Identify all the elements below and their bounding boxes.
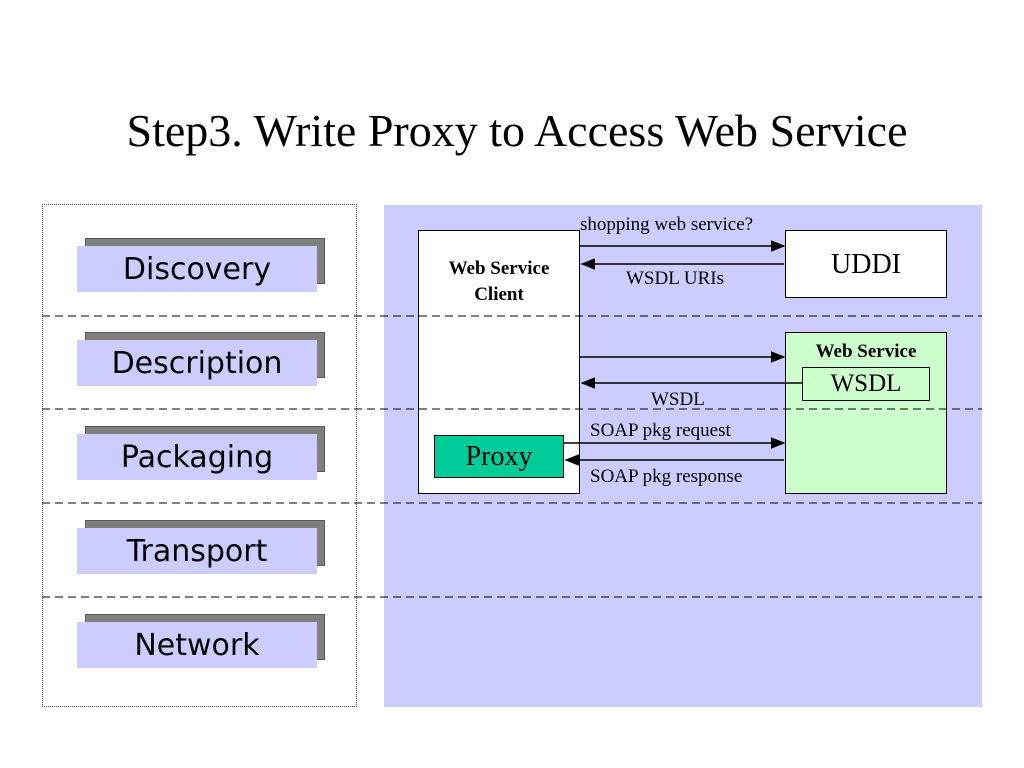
layer-description: Description <box>77 332 325 392</box>
layer-packaging: Packaging <box>77 426 325 486</box>
msg-response-label: SOAP pkg response <box>590 466 743 487</box>
msg-request-label: SOAP pkg request <box>590 420 731 441</box>
layer-label: Packaging <box>77 434 317 480</box>
web-service-label: Web Service <box>815 341 917 362</box>
msg-wsdl-label: WSDL <box>651 389 705 410</box>
uddi-box: UDDI <box>785 230 947 298</box>
layer-transport: Transport <box>77 520 325 580</box>
client-label-line: Client <box>474 284 524 305</box>
layer-label: Discovery <box>77 246 317 292</box>
wsdl-box: WSDL <box>802 367 930 401</box>
layer-network: Network <box>77 614 325 674</box>
client-label-line: Web Service <box>448 258 550 279</box>
layer-label: Transport <box>77 528 317 574</box>
msg-query-label: shopping web service? <box>580 214 754 235</box>
web-service-client-label: Web Service Client <box>418 256 580 308</box>
msg-uris-label: WSDL URIs <box>626 268 724 289</box>
proxy-box: Proxy <box>434 435 564 478</box>
slide-title: Step3. Write Proxy to Access Web Service <box>126 105 908 156</box>
layer-label: Network <box>77 622 317 668</box>
layer-label: Description <box>77 340 317 386</box>
web-service-box <box>785 332 947 494</box>
protocol-stack-frame <box>42 204 357 707</box>
layer-discovery: Discovery <box>77 238 325 298</box>
